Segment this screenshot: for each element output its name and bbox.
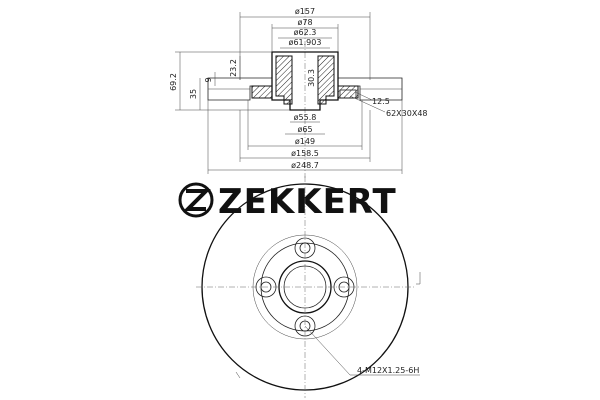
dim-78-label: ø78 <box>297 18 312 27</box>
logo-z-mark <box>183 189 211 211</box>
bearing-box <box>339 89 357 99</box>
dim-157-label: ø157 <box>295 7 315 16</box>
brand-name: ZEKKERT <box>218 182 397 222</box>
dim-61-903-label: ø61.903 <box>289 38 322 47</box>
section-view: ø157 ø78 ø62.3 ø61.903 69.2 35 9 23.2 30… <box>169 7 428 178</box>
dim-30-3-label: 30.3 <box>307 69 316 87</box>
dim-23-2-label: 23.2 <box>229 59 238 77</box>
leader-12-5 <box>354 91 373 101</box>
hub-hatch-left <box>275 55 293 105</box>
dim-69-2-label: 69.2 <box>169 73 178 91</box>
dim-65-label: ø65 <box>297 125 312 134</box>
hub-outline <box>271 51 339 111</box>
front-view: 4-M12X1.25-6H <box>196 176 421 398</box>
orientation-mark-left <box>235 371 241 379</box>
dim-35-label: 35 <box>189 89 198 99</box>
logo-ring <box>178 182 214 218</box>
bearing-hatch-left <box>251 85 273 99</box>
orientation-mark-right <box>416 272 421 285</box>
bearing-size-label: 62X30X48 <box>386 109 428 118</box>
dim-158-5-label: ø158.5 <box>291 149 319 158</box>
dim-62-3-label: ø62.3 <box>294 28 317 37</box>
leader-bearing <box>349 95 386 113</box>
dim-55-8-label: ø55.8 <box>294 113 317 122</box>
bolt-callout-label: 4-M12X1.25-6H <box>357 366 419 375</box>
dim-149-label: ø149 <box>295 137 315 146</box>
hub-hatch-right <box>317 55 335 105</box>
bolt-callout-leader <box>304 325 351 376</box>
dim-248-7-label: ø248.7 <box>291 161 319 170</box>
dim-9-label: 9 <box>204 77 213 82</box>
dim-12-5-label: 12.5 <box>372 97 390 106</box>
